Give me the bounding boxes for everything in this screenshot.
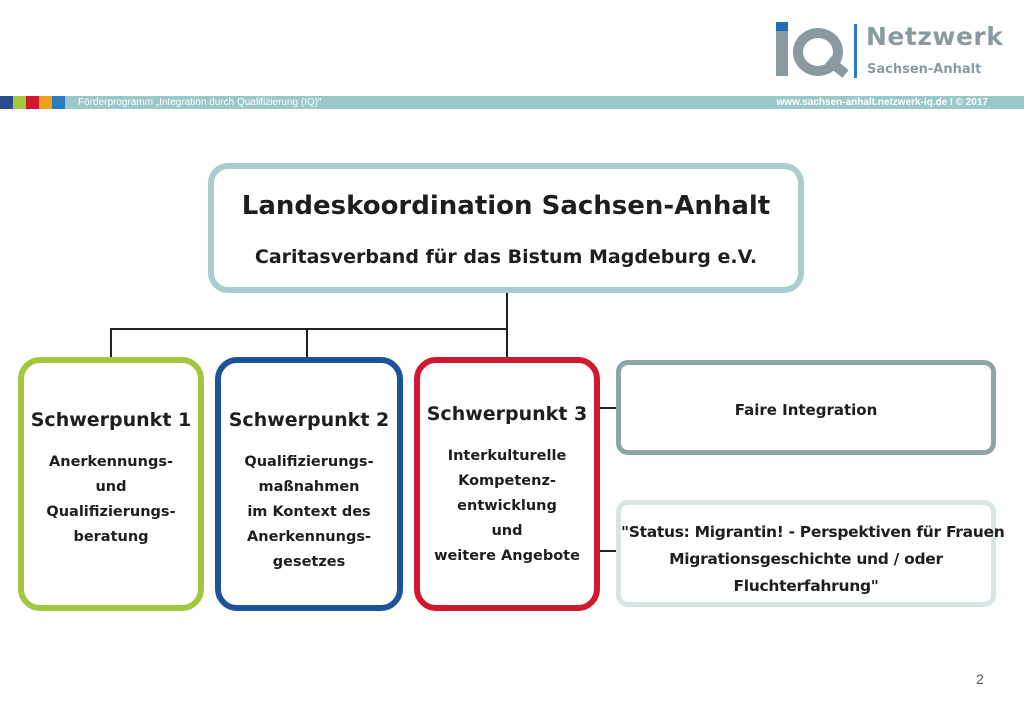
logo-i-letter bbox=[776, 28, 788, 76]
schwerpunkt-1-box: Schwerpunkt 1 Anerkennungs- und Qualifiz… bbox=[18, 357, 204, 611]
program-title: Förderprogramm „Integration durch Qualif… bbox=[78, 97, 322, 108]
color-swatch-1 bbox=[0, 96, 13, 109]
connector-sp2 bbox=[306, 328, 308, 358]
status-migrantin-line: Migrationsgeschichte und / oder bbox=[669, 550, 943, 568]
connector-trunk bbox=[506, 293, 508, 358]
color-swatch-2 bbox=[13, 96, 26, 109]
schwerpunkt-1-line: und bbox=[95, 479, 127, 495]
logo-i-dot bbox=[776, 22, 788, 31]
color-swatch-3 bbox=[26, 96, 39, 109]
caritasverband-subtitle: Caritasverband für das Bistum Magdeburg … bbox=[254, 246, 758, 268]
connector-horizontal bbox=[110, 328, 508, 330]
schwerpunkt-3-text: Interkulturelle Kompetenz- entwicklung u… bbox=[420, 444, 594, 569]
landeskoordination-box: Landeskoordination Sachsen-Anhalt Carita… bbox=[208, 163, 804, 293]
connector-status bbox=[600, 550, 616, 552]
website-link[interactable]: www.sachsen-anhalt.netzwerk-iq.de I © 20… bbox=[776, 97, 988, 108]
schwerpunkt-2-title: Schwerpunkt 2 bbox=[228, 409, 390, 431]
schwerpunkt-2-line: im Kontext des bbox=[247, 504, 371, 520]
header-bar bbox=[0, 96, 1024, 109]
color-swatch-5 bbox=[52, 96, 65, 109]
schwerpunkt-1-line: Anerkennungs- bbox=[49, 454, 173, 470]
faire-integration-box: Faire Integration bbox=[616, 360, 996, 455]
schwerpunkt-3-line: entwicklung bbox=[457, 498, 557, 514]
color-swatch-4 bbox=[39, 96, 52, 109]
status-migrantin-line: Fluchterfahrung" bbox=[733, 577, 879, 595]
page-number: 2 bbox=[976, 671, 984, 687]
logo-q-letter bbox=[793, 28, 843, 76]
schwerpunkt-3-line: Interkulturelle bbox=[447, 448, 567, 464]
logo-subtitle: Sachsen-Anhalt bbox=[867, 62, 982, 77]
schwerpunkt-2-line: gesetzes bbox=[272, 554, 346, 570]
iq-netzwerk-logo: Netzwerk Sachsen-Anhalt bbox=[776, 22, 1006, 84]
schwerpunkt-1-text: Anerkennungs- und Qualifizierungs- berat… bbox=[24, 450, 198, 550]
schwerpunkt-3-box: Schwerpunkt 3 Interkulturelle Kompetenz-… bbox=[414, 357, 600, 611]
status-migrantin-box: "Status: Migrantin! - Perspektiven für F… bbox=[616, 500, 1005, 607]
faire-integration-text: Faire Integration bbox=[734, 401, 878, 419]
logo-title: Netzwerk bbox=[866, 22, 1004, 51]
connector-faire bbox=[600, 407, 616, 409]
status-migrantin-line: "Status: Migrantin! - Perspektiven für F… bbox=[621, 523, 1005, 541]
schwerpunkt-2-line: Qualifizierungs- bbox=[244, 454, 374, 470]
schwerpunkt-2-box: Schwerpunkt 2 Qualifizierungs- maßnahmen… bbox=[215, 357, 403, 611]
landeskoordination-title: Landeskoordination Sachsen-Anhalt bbox=[241, 191, 771, 221]
schwerpunkt-1-line: Qualifizierungs- bbox=[46, 504, 176, 520]
schwerpunkt-3-line: und bbox=[491, 523, 523, 539]
schwerpunkt-2-text: Qualifizierungs- maßnahmen im Kontext de… bbox=[221, 450, 397, 575]
schwerpunkt-1-title: Schwerpunkt 1 bbox=[30, 409, 192, 431]
schwerpunkt-3-line: weitere Angebote bbox=[434, 548, 580, 564]
connector-sp1 bbox=[110, 328, 112, 358]
schwerpunkt-3-title: Schwerpunkt 3 bbox=[426, 403, 588, 425]
logo-separator bbox=[854, 24, 857, 78]
status-migrantin-text: "Status: Migrantin! - Perspektiven für F… bbox=[621, 519, 1005, 600]
schwerpunkt-2-line: maßnahmen bbox=[258, 479, 360, 495]
schwerpunkt-1-line: beratung bbox=[73, 529, 149, 545]
schwerpunkt-3-line: Kompetenz- bbox=[458, 473, 556, 489]
schwerpunkt-2-line: Anerkennungs- bbox=[247, 529, 371, 545]
